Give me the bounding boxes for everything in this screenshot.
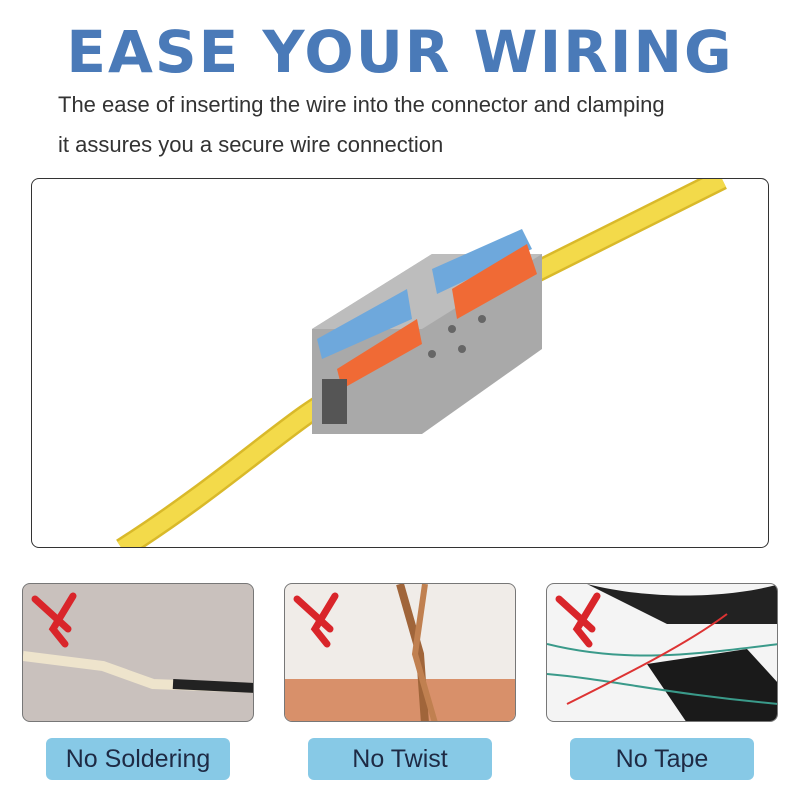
page-title: EASE YOUR WIRING: [66, 18, 734, 86]
x-mark-icon: [31, 592, 77, 648]
no-twist-label: No Twist: [308, 738, 492, 780]
x-mark-icon: [293, 592, 339, 648]
no-soldering-label: No Soldering: [46, 738, 230, 780]
subtitle-line-2: it assures you a secure wire connection: [58, 132, 444, 157]
no-tape-photo: [546, 583, 778, 722]
connector-photo: [31, 178, 769, 548]
x-mark-icon: [555, 592, 601, 648]
subtitle-line-1: The ease of inserting the wire into the …: [58, 92, 665, 117]
no-twist-photo: [284, 583, 516, 722]
no-tape-label: No Tape: [570, 738, 754, 780]
no-soldering-photo: [22, 583, 254, 722]
